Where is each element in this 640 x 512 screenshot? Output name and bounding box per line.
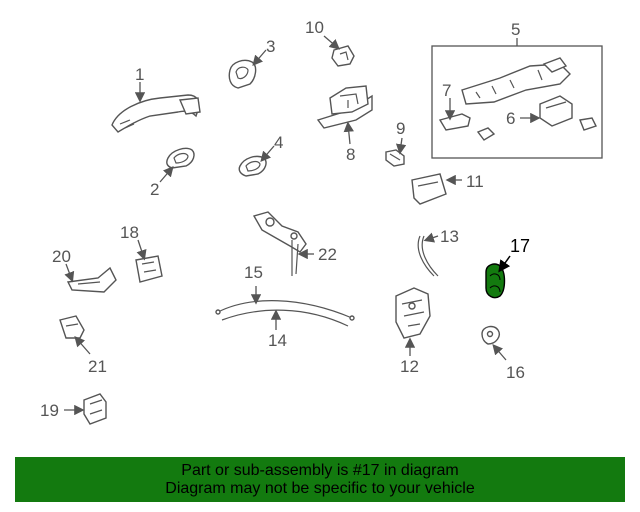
callout-14: 14 — [268, 331, 287, 350]
callout-16: 16 — [506, 363, 525, 382]
callout-13: 13 — [440, 227, 459, 246]
callout-22: 22 — [318, 245, 337, 264]
assembly-5-frame — [431, 45, 603, 159]
banner-line-1: Part or sub-assembly is #17 in diagram — [181, 461, 459, 479]
leader-3 — [252, 49, 267, 66]
leader-2 — [159, 166, 174, 183]
callout-20: 20 — [52, 247, 71, 266]
leader-17 — [498, 255, 511, 273]
part-21-bracket[interactable] — [59, 315, 85, 339]
callout-17: 17 — [510, 236, 530, 256]
callout-18: 18 — [120, 223, 139, 242]
leader-9 — [395, 137, 407, 155]
part-18-bracket[interactable] — [135, 255, 163, 283]
banner-line-2: Diagram may not be specific to your vehi… — [165, 479, 475, 497]
part-19-hinge[interactable] — [83, 393, 107, 425]
callout-1: 1 — [135, 65, 144, 84]
callout-9: 9 — [396, 119, 405, 138]
callout-11: 11 — [466, 172, 484, 191]
part-10-clip[interactable] — [331, 45, 355, 67]
part-6-lock-cylinder[interactable] — [539, 95, 573, 127]
callout-19: 19 — [40, 401, 59, 420]
parts-diagram: 1 2 3 4 10 8 9 5 — [40, 18, 603, 425]
part-9-screw[interactable] — [385, 149, 405, 167]
callout-8: 8 — [346, 145, 355, 164]
part-4-bezel[interactable] — [238, 155, 267, 177]
callout-7: 7 — [442, 81, 451, 100]
part-3-handle-cup[interactable] — [228, 59, 257, 89]
part-1-outside-handle[interactable] — [111, 94, 201, 133]
callout-21: 21 — [88, 357, 107, 376]
part-12-lock-actuator[interactable] — [395, 287, 431, 339]
part-16-clip[interactable] — [481, 325, 500, 345]
callout-15: 15 — [244, 263, 263, 282]
part-22-rod-assembly[interactable] — [252, 211, 307, 276]
leader-4 — [260, 145, 275, 162]
leader-21 — [74, 336, 91, 355]
callout-3: 3 — [266, 37, 275, 56]
callout-2: 2 — [150, 180, 159, 199]
info-banner: Part or sub-assembly is #17 in diagram D… — [15, 457, 625, 502]
callout-6: 6 — [506, 109, 515, 128]
part-7-bracket[interactable] — [438, 113, 471, 131]
callout-12: 12 — [400, 357, 419, 376]
leader-18 — [136, 239, 147, 261]
leader-16 — [492, 344, 507, 361]
part-11-cover[interactable] — [411, 173, 447, 205]
part-13-rod[interactable] — [417, 235, 439, 277]
part-20-linkage[interactable] — [66, 266, 117, 293]
leader-8 — [343, 121, 354, 145]
leader-10 — [323, 35, 340, 50]
part-5-screw-a[interactable] — [476, 127, 496, 141]
leader-20 — [64, 263, 75, 283]
callout-5: 5 — [511, 20, 520, 39]
part-5-handle-frame[interactable] — [461, 57, 571, 105]
part-14-15-cables[interactable] — [215, 300, 355, 327]
part-8-inside-handle[interactable] — [316, 85, 373, 129]
part-2-bezel[interactable] — [166, 147, 195, 169]
leader-13 — [423, 232, 439, 243]
callout-4: 4 — [274, 133, 283, 152]
callout-10: 10 — [305, 18, 324, 37]
part-17-highlighted[interactable] — [485, 263, 506, 299]
part-5-screw-b[interactable] — [579, 117, 597, 131]
